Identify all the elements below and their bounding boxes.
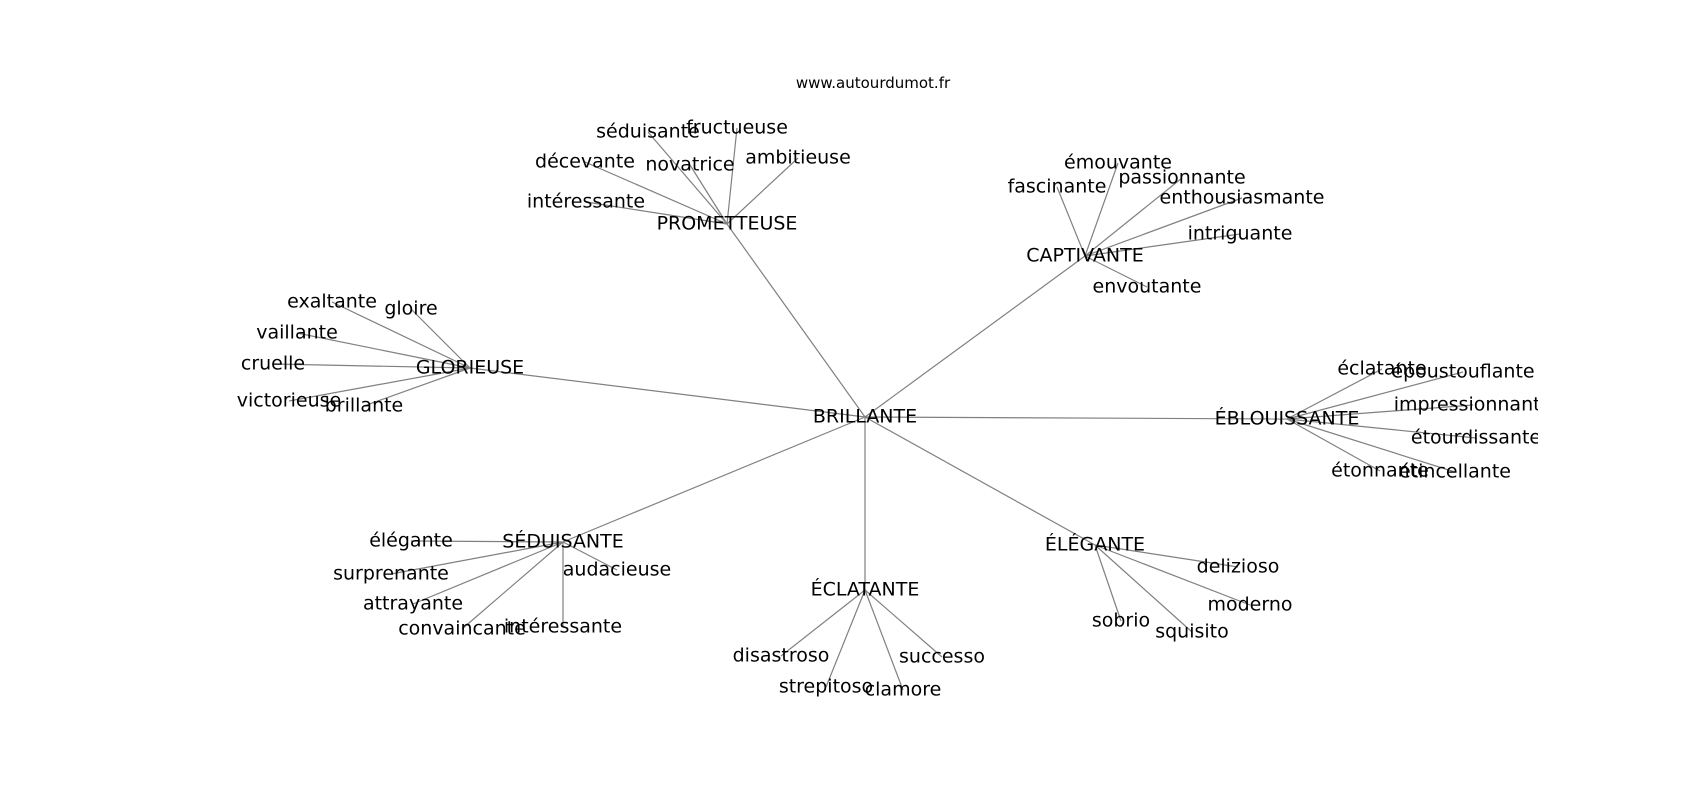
edge-glorieuse-leaf-3 xyxy=(272,363,471,369)
edge-eblouissante-leaf-3 xyxy=(1286,418,1477,439)
edge-elegante-leaf-0 xyxy=(1094,544,1239,568)
source-url: www.autourdumot.fr xyxy=(796,74,951,92)
leaf-label-captivante-0: émouvante xyxy=(1064,152,1172,174)
hub-label-captivante: CAPTIVANTE xyxy=(1026,245,1144,267)
edge-eblouissante-leaf-5 xyxy=(1286,418,1456,473)
leaf-label-eclatante-2: strepitoso xyxy=(779,676,873,698)
edge-eclatante-leaf-0 xyxy=(780,589,866,657)
edge-eblouissante-leaf-0 xyxy=(1286,368,1383,420)
edge-glorieuse-leaf-2 xyxy=(296,332,471,369)
label-layer: BRILLANTE PROMETTEUSE séduisantefructueuse… xyxy=(237,117,1553,701)
edge-prometteuse-leaf-2 xyxy=(584,161,728,225)
edge-eclatante-leaf-3 xyxy=(864,589,904,691)
edge-captivante-leaf-2 xyxy=(1084,177,1183,257)
hub-label-eclatante: ÉCLATANTE xyxy=(811,578,920,601)
edge-prometteuse-leaf-0 xyxy=(647,131,728,225)
hub-label-elegante: ÉLÉGANTE xyxy=(1045,533,1145,556)
edge-eclatante-leaf-1 xyxy=(864,589,943,658)
edge-root-elegante xyxy=(864,416,1096,546)
edge-root-eblouissante xyxy=(864,416,1288,420)
leaf-label-eclatante-0: disastroso xyxy=(733,645,830,667)
edge-captivante-leaf-3 xyxy=(1084,197,1243,257)
edge-elegante-leaf-1 xyxy=(1094,544,1251,606)
leaf-label-elegante-3: squisito xyxy=(1155,621,1229,643)
leaf-label-captivante-4: intriguante xyxy=(1188,223,1293,245)
leaf-label-prometteuse-3: novatrice xyxy=(645,154,734,176)
edge-eblouissante-leaf-2 xyxy=(1286,404,1474,420)
edge-prometteuse-leaf-4 xyxy=(726,157,799,225)
leaf-label-eblouissante-3: étourdissante xyxy=(1411,427,1541,449)
leaf-label-captivante-1: fascinante xyxy=(1008,176,1107,198)
leaf-label-glorieuse-5: brillante xyxy=(325,395,404,417)
leaf-label-glorieuse-0: exaltante xyxy=(287,291,377,313)
leaf-label-eclatante-3: clamore xyxy=(865,679,942,701)
hub-label-prometteuse: PROMETTEUSE xyxy=(657,213,798,235)
edge-seduisante-leaf-3 xyxy=(412,541,564,605)
leaf-label-captivante-5: envoutante xyxy=(1093,276,1202,298)
edge-glorieuse-leaf-1 xyxy=(410,308,471,369)
leaf-label-prometteuse-1: fructueuse xyxy=(686,117,788,139)
edge-eclatante-leaf-2 xyxy=(825,589,866,688)
edge-root-prometteuse xyxy=(726,223,866,418)
leaf-label-captivante-2: passionnante xyxy=(1118,167,1245,189)
leaf-label-glorieuse-4: victorieuse xyxy=(237,390,341,412)
edge-captivante-leaf-4 xyxy=(1084,233,1241,257)
edge-captivante-leaf-1 xyxy=(1056,186,1086,257)
leaf-label-eblouissante-4: étonnante xyxy=(1331,460,1429,482)
leaf-label-elegante-1: moderno xyxy=(1207,594,1292,616)
leaf-label-elegante-0: delizioso xyxy=(1197,556,1280,578)
edge-captivante-leaf-0 xyxy=(1084,162,1119,257)
edge-seduisante-leaf-2 xyxy=(562,541,618,571)
edge-seduisante-leaf-0 xyxy=(410,540,564,543)
edge-eblouissante-leaf-1 xyxy=(1286,371,1464,420)
leaf-label-seduisante-0: élégante xyxy=(369,530,453,552)
edge-glorieuse-leaf-4 xyxy=(288,367,471,402)
leaf-label-prometteuse-5: intéressante xyxy=(527,191,645,213)
edge-seduisante-leaf-4 xyxy=(461,541,564,630)
leaf-label-prometteuse-2: décevante xyxy=(535,151,635,173)
edge-elegante-leaf-2 xyxy=(1094,544,1122,622)
edge-layer xyxy=(272,127,1477,691)
edge-root-seduisante xyxy=(562,416,866,543)
edge-glorieuse-leaf-5 xyxy=(363,367,471,407)
leaf-label-eblouissante-2: impressionnante xyxy=(1394,394,1553,416)
leaf-label-eblouissante-5: étincellante xyxy=(1399,461,1511,483)
edge-prometteuse-leaf-3 xyxy=(689,164,728,225)
edge-seduisante-leaf-1 xyxy=(390,541,564,575)
leaf-label-seduisante-3: attrayante xyxy=(363,593,463,615)
edge-prometteuse-leaf-5 xyxy=(585,201,728,225)
hub-label-glorieuse: GLORIEUSE xyxy=(416,357,524,379)
edge-eblouissante-leaf-4 xyxy=(1286,418,1381,472)
leaf-label-glorieuse-3: cruelle xyxy=(241,353,305,375)
leaf-label-prometteuse-0: séduisante xyxy=(596,121,700,143)
leaf-label-elegante-2: sobrio xyxy=(1092,610,1150,632)
leaf-label-captivante-3: enthousiasmante xyxy=(1160,187,1325,209)
leaf-label-glorieuse-1: gloire xyxy=(384,298,437,320)
leaf-label-prometteuse-4: ambitieuse xyxy=(745,147,851,169)
leaf-label-seduisante-1: surprenante xyxy=(333,563,449,585)
leaf-label-glorieuse-2: vaillante xyxy=(256,322,338,344)
leaf-label-seduisante-4: convaincante xyxy=(398,618,526,640)
leaf-label-seduisante-2: audacieuse xyxy=(563,559,671,581)
leaf-label-eblouissante-1: époustouflante xyxy=(1391,361,1534,383)
root-node-label: BRILLANTE xyxy=(813,406,917,428)
edge-root-captivante xyxy=(864,255,1086,418)
leaf-label-seduisante-5: intéressante xyxy=(504,616,622,638)
hub-label-eblouissante: ÉBLOUISSANTE xyxy=(1215,407,1360,430)
edge-prometteuse-leaf-1 xyxy=(726,127,738,225)
edge-root-glorieuse xyxy=(469,367,866,418)
hub-label-seduisante: SÉDUISANTE xyxy=(502,530,623,553)
edge-captivante-leaf-5 xyxy=(1084,255,1148,288)
edge-elegante-leaf-3 xyxy=(1094,544,1193,633)
leaf-label-eclatante-1: successo xyxy=(899,646,985,668)
leaf-label-eblouissante-0: éclatante xyxy=(1337,358,1426,380)
edge-glorieuse-leaf-0 xyxy=(331,301,471,369)
